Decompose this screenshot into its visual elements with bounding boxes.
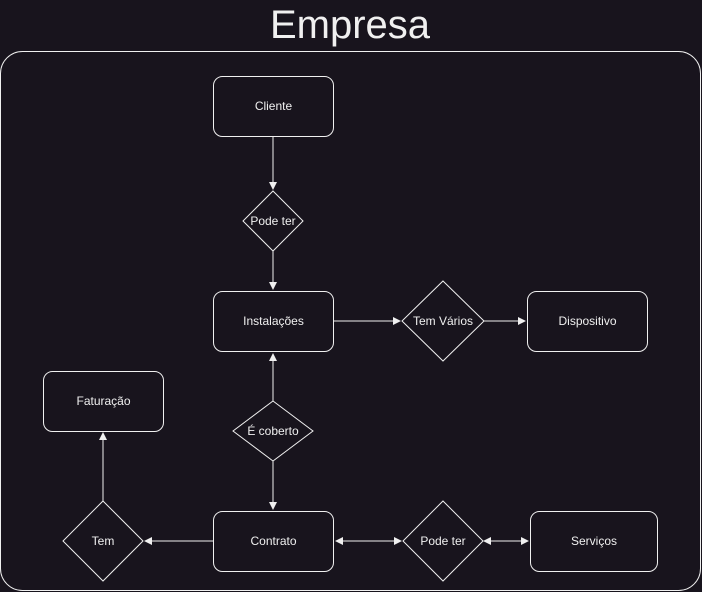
entity-contrato-label: Contrato xyxy=(250,534,296,548)
entity-dispositivo[interactable]: Dispositivo xyxy=(527,291,648,352)
relationship-tem-varios-label: Tem Vários xyxy=(413,314,473,328)
relationship-tem[interactable]: Tem xyxy=(62,500,144,582)
relationship-pode-ter-servicos-label: Pode ter xyxy=(420,534,465,548)
relationship-pode-ter-servicos[interactable]: Pode ter xyxy=(402,500,484,582)
entity-servicos-label: Serviços xyxy=(571,534,617,548)
relationship-pode-ter-cliente[interactable]: Pode ter xyxy=(242,190,304,252)
relationship-e-coberto[interactable]: É coberto xyxy=(232,400,314,462)
entity-dispositivo-label: Dispositivo xyxy=(558,314,616,328)
entity-faturacao[interactable]: Faturação xyxy=(43,371,164,432)
relationship-tem-varios[interactable]: Tem Vários xyxy=(401,280,485,362)
relationship-tem-label: Tem xyxy=(92,534,115,548)
entity-instalacoes[interactable]: Instalações xyxy=(213,291,334,352)
entity-cliente-label: Cliente xyxy=(255,99,293,113)
relationship-pode-ter-cliente-label: Pode ter xyxy=(250,214,295,228)
entity-instalacoes-label: Instalações xyxy=(243,314,304,328)
entity-servicos[interactable]: Serviços xyxy=(530,511,658,572)
entity-contrato[interactable]: Contrato xyxy=(213,511,334,572)
diagram-title: Empresa xyxy=(270,3,431,47)
entity-cliente[interactable]: Cliente xyxy=(213,76,334,137)
entity-faturacao-label: Faturação xyxy=(76,394,130,408)
relationship-e-coberto-label: É coberto xyxy=(247,423,299,438)
